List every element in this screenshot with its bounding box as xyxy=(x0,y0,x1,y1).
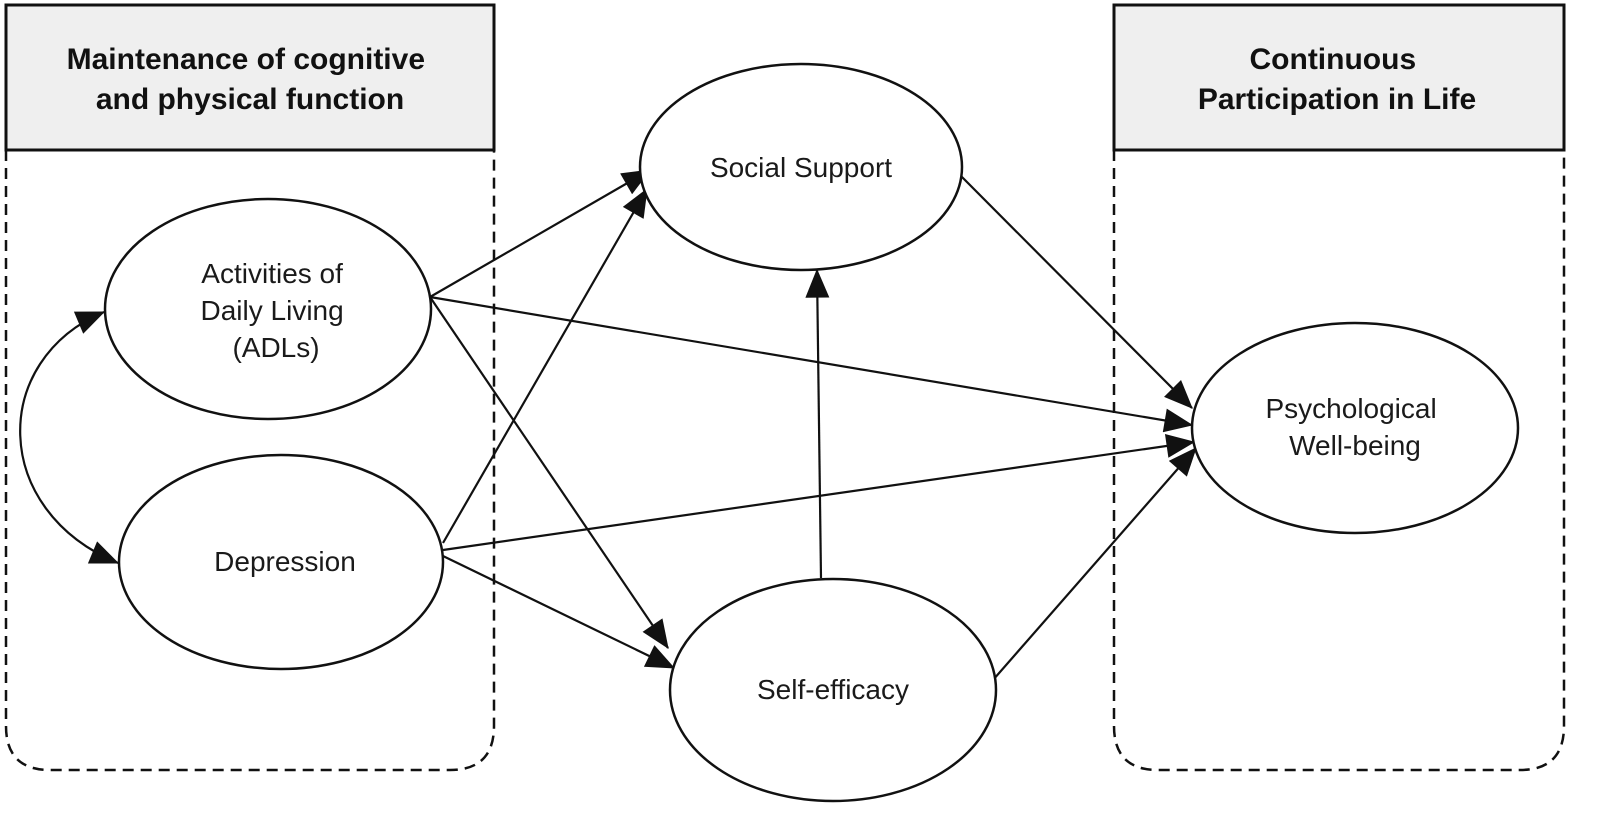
node-depression-ellipse xyxy=(117,453,445,671)
node-social-support-ellipse xyxy=(638,62,964,272)
node-depression-label: Depression xyxy=(214,546,356,577)
arrow-adl-to-self-efficacy xyxy=(429,296,669,649)
node-well-being-label: Psychological Well-being xyxy=(1266,393,1445,461)
path-arrows xyxy=(19,169,1197,681)
node-self-efficacy-ellipse xyxy=(668,577,998,803)
group-left-title: Maintenance of cognitive and physical fu… xyxy=(67,43,434,116)
node-well-being-ellipse xyxy=(1190,321,1520,535)
node-self-efficacy: Self-efficacy xyxy=(668,577,998,803)
group-right-title: Continuous Participation in Life xyxy=(1198,43,1476,116)
node-social-support: Social Support xyxy=(638,62,964,272)
node-self-efficacy-label: Self-efficacy xyxy=(757,674,909,705)
group-left-dashed-border xyxy=(4,150,496,772)
group-right-dashed-border xyxy=(1112,150,1566,772)
node-adl: Activities of Daily Living (ADLs) xyxy=(103,197,433,421)
group-right-header-box xyxy=(1112,3,1566,152)
arrow-depression-to-self-efficacy xyxy=(442,555,676,669)
node-social-support-label: Social Support xyxy=(710,152,892,183)
arrow-adl-to-well-being xyxy=(429,295,1194,433)
group-continuous-participation: Continuous Participation in Life xyxy=(1112,3,1566,772)
arrow-depression-to-social-support xyxy=(442,187,648,544)
arrow-self-efficacy-to-social-support xyxy=(805,268,830,579)
arrow-depression-to-well-being xyxy=(442,434,1196,552)
node-adl-label: Activities of Daily Living (ADLs) xyxy=(201,258,352,363)
arrow-adl-depression-correlation xyxy=(19,310,120,565)
arrow-adl-to-social-support xyxy=(429,169,652,298)
arrow-social-support-to-well-being xyxy=(956,171,1193,409)
node-depression: Depression xyxy=(117,453,445,671)
group-maintenance-of-function: Maintenance of cognitive and physical fu… xyxy=(4,3,496,772)
arrow-self-efficacy-to-well-being xyxy=(992,447,1197,681)
node-well-being: Psychological Well-being xyxy=(1190,321,1520,535)
group-left-header-box xyxy=(4,3,496,152)
node-adl-ellipse xyxy=(103,197,433,421)
